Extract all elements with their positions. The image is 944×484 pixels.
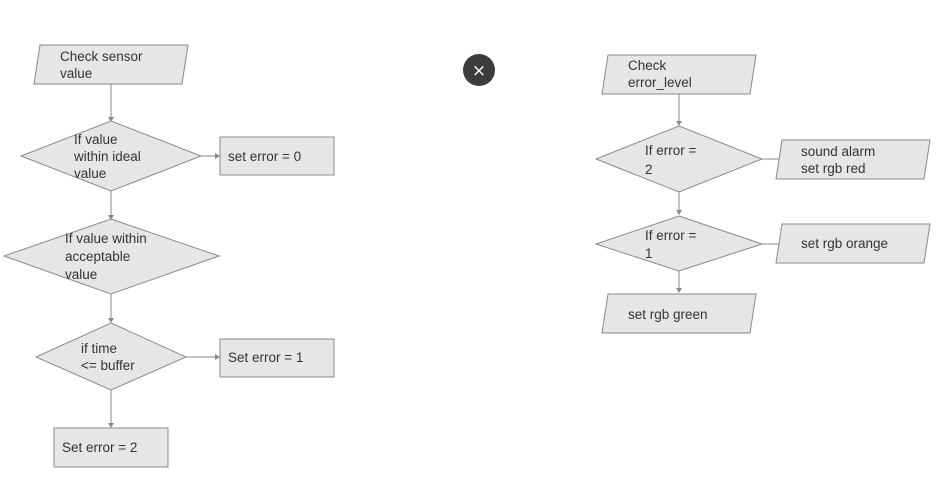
if-acceptable-value-decision[interactable]: If value within acceptable value (2, 218, 221, 295)
arrowhead (676, 210, 682, 215)
check-sensor-node[interactable]: Check sensor value (33, 44, 189, 85)
arrowhead (676, 121, 682, 126)
arrowhead (108, 117, 114, 122)
node-label: set error = 0 (228, 149, 301, 164)
svg-text:sound alarm set rgb red: sound alarm set rgb red (801, 144, 879, 176)
node-label: error_level (628, 75, 692, 90)
check-error-level-node[interactable]: Check error_level (601, 54, 757, 95)
svg-text:Set error = 1: Set error = 1 (228, 350, 303, 365)
node-label: Check sensor (60, 49, 143, 64)
node-label: acceptable (65, 249, 130, 264)
svg-text:set rgb green: set rgb green (628, 307, 708, 322)
svg-text:if time <= buffer: if time <= buffer (81, 341, 135, 373)
svg-text:set rgb orange: set rgb orange (801, 236, 888, 251)
if-ideal-value-decision[interactable]: If value within ideal value (19, 120, 203, 192)
node-label: value (60, 66, 92, 81)
close-icon: × (472, 61, 486, 81)
node-label: Set error = 1 (228, 350, 303, 365)
node-label: If error = (645, 143, 697, 158)
node-label: value (74, 166, 106, 181)
set-rgb-orange-node[interactable]: set rgb orange (775, 223, 931, 264)
svg-text:Check error_level: Check error_level (628, 58, 692, 90)
arrowhead (215, 354, 220, 360)
node-label: within ideal (73, 149, 141, 164)
svg-text:If value within ideal: If value within ideal value (73, 132, 145, 181)
node-label: If value within (65, 231, 147, 246)
node-label: If error = (645, 228, 697, 243)
set-error-1-node[interactable]: Set error = 1 (219, 338, 335, 378)
node-label: 1 (645, 246, 653, 261)
node-label: if time (81, 341, 117, 356)
node-label: value (65, 267, 97, 282)
close-button-bg (463, 54, 495, 86)
set-error-0-node[interactable]: set error = 0 (219, 136, 335, 176)
svg-text:Set error = 2: Set error = 2 (62, 440, 137, 455)
arrowhead (215, 153, 220, 159)
node-label: set rgb orange (801, 236, 888, 251)
node-label: sound alarm (801, 144, 875, 159)
if-error-1-decision[interactable]: If error = 1 (594, 215, 764, 272)
set-error-2-node[interactable]: Set error = 2 (53, 427, 169, 468)
sound-alarm-node[interactable]: sound alarm set rgb red (775, 139, 931, 180)
node-label: If value (74, 132, 118, 147)
svg-text:Check sensor value: Check sensor value (60, 49, 146, 81)
close-button[interactable]: × (463, 54, 495, 86)
node-label: <= buffer (81, 358, 135, 373)
arrowhead (108, 423, 114, 428)
node-label: Set error = 2 (62, 440, 137, 455)
arrowhead (676, 288, 682, 293)
set-rgb-green-node[interactable]: set rgb green (601, 293, 757, 334)
if-time-buffer-decision[interactable]: if time <= buffer (34, 322, 188, 391)
svg-text:If value within acceptab: If value within acceptable value (65, 231, 151, 282)
node-label: Check (628, 58, 667, 73)
svg-text:set error = 0: set error = 0 (228, 149, 301, 164)
arrowhead (108, 215, 114, 220)
arrowhead (108, 318, 114, 323)
node-label: 2 (645, 162, 653, 177)
if-error-2-decision[interactable]: If error = 2 (594, 125, 764, 193)
svg-text:If error = 2: If error = 2 (645, 143, 700, 177)
svg-text:If error = 1: If error = 1 (645, 228, 700, 261)
node-label: set rgb green (628, 307, 708, 322)
node-label: set rgb red (801, 161, 866, 176)
